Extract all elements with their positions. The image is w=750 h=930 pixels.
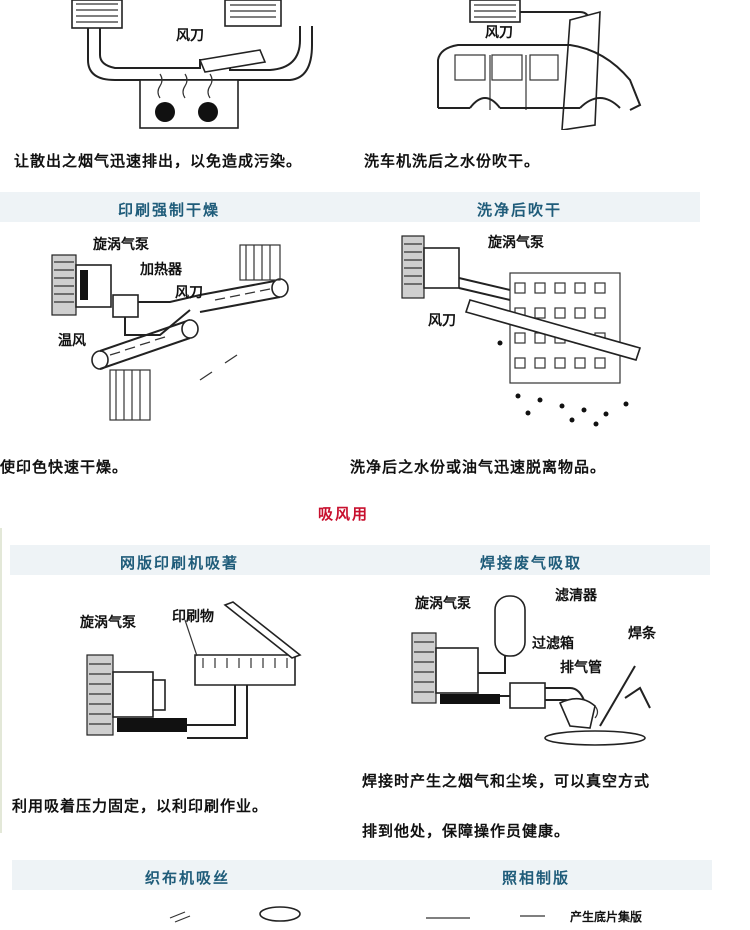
caption-welding-fume-line2: 排到他处，保障操作员健康。	[362, 822, 571, 840]
caption-welding-fume-line1: 焊接时产生之烟气和尘埃，可以真空方式	[362, 772, 651, 790]
air-knife-label: 风刀	[485, 25, 513, 41]
air-knife-label: 风刀	[428, 313, 456, 329]
band-title-wash-dry: 洗净后吹干	[477, 201, 563, 219]
photo-platemaking-partial-label: 产生底片集版	[570, 910, 643, 924]
wash-dry-drawing	[401, 235, 642, 427]
air-knife-label: 风刀	[175, 285, 203, 301]
caption-car-wash: 洗车机洗后之水份吹干。	[364, 152, 541, 170]
band-title-photo-platemaking: 照相制版	[502, 869, 571, 887]
section-title-suction: 吸风用	[318, 505, 370, 523]
caption-wash-dry: 洗净后之水份或油气迅速脱离物品。	[350, 458, 607, 476]
caption-fume-exhaust: 让散出之烟气迅速排出，以免造成污染。	[14, 152, 303, 170]
section-band-drying	[0, 192, 700, 222]
screen-print-drawing	[86, 601, 302, 739]
caption-screen-print-suction: 利用吸着压力固定，以利印刷作业。	[12, 797, 269, 815]
pump-label: 旋涡气泵	[80, 615, 136, 631]
section-band-bottom	[12, 860, 712, 890]
warm-air-label: 温风	[58, 333, 86, 349]
car-wash-drawing	[437, 0, 642, 130]
cleaner-label: 滤清器	[555, 588, 597, 604]
section-band-suction	[10, 545, 710, 575]
pump-label: 旋涡气泵	[488, 235, 544, 251]
fume-exhaust-drawing	[71, 0, 313, 129]
heater-label: 加热器	[140, 262, 182, 278]
print-drying-drawing	[51, 244, 289, 421]
band-title-loom-suction: 织布机吸丝	[145, 869, 231, 887]
band-title-print-drying: 印刷强制干燥	[118, 201, 221, 219]
band-title-screen-print-suction: 网版印刷机吸著	[120, 554, 240, 572]
print-material-label: 印刷物	[172, 609, 214, 625]
welding-rod-label: 焊条	[628, 626, 656, 642]
air-knife-label: 风刀	[176, 28, 204, 44]
pump-label: 旋涡气泵	[415, 596, 471, 612]
pump-label: 旋涡气泵	[93, 237, 149, 253]
section-left-rule	[0, 528, 2, 833]
exhaust-pipe-label: 排气管	[560, 660, 602, 676]
caption-print-drying: 使印色快速干燥。	[0, 458, 129, 476]
welding-fume-drawing	[411, 595, 651, 746]
band-title-welding-fume: 焊接废气吸取	[480, 554, 583, 572]
filter-box-label: 过滤箱	[532, 636, 574, 652]
